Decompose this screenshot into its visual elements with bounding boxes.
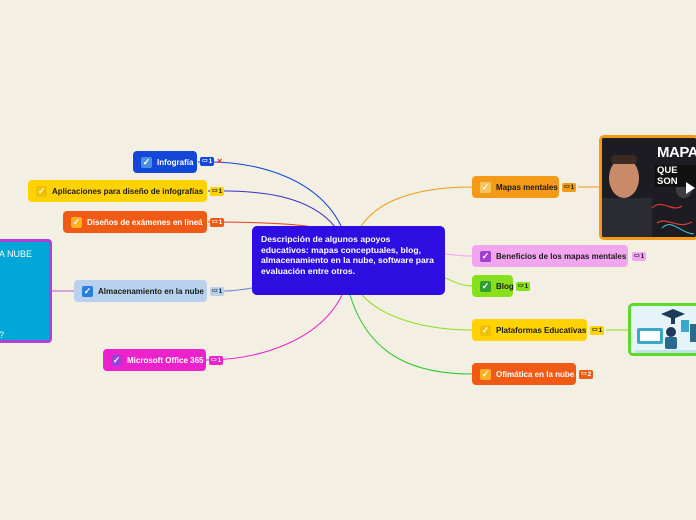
node-label: Beneficios de los mapas mentales [496,251,627,261]
check-icon[interactable]: ✓ [71,216,82,228]
panel-text-top: A NUBE [0,249,33,259]
node-label: Mapas mentales [496,182,558,192]
node-blog[interactable]: ✓ Blog [472,275,514,297]
node-disenos[interactable]: ✓ Diseños de exámenes en lineá [63,211,207,233]
link-almacenamiento [223,287,253,292]
central-topic[interactable]: Descripción de algunos apoyos educativos… [252,226,445,295]
comment-icon: ▭ [211,357,217,363]
node-label: Microsoft Office 365 [127,355,204,365]
thumbnail-title-line1: MAPA [657,144,696,161]
node-plataformas[interactable]: ✓ Plataformas Educativas [472,319,587,341]
close-icon[interactable]: × [217,156,223,166]
link-mapas [359,186,473,229]
comment-icon: ▭ [212,288,218,294]
link-ofimatica [349,294,473,375]
check-icon[interactable]: ✓ [480,181,491,193]
link-beneficios [444,253,473,257]
comment-badge-office[interactable]: ▭1 [209,356,224,365]
check-icon[interactable]: ✓ [82,285,93,297]
comment-icon: ▭ [202,158,208,164]
node-label: Infografía [157,157,194,167]
comment-badge-mapas[interactable]: ▭1 [562,183,577,192]
comment-badge-ofimatica[interactable]: ▭2 [579,370,594,379]
comment-icon: ▭ [518,283,524,289]
check-icon[interactable]: ✓ [111,354,122,366]
node-beneficios[interactable]: ✓ Beneficios de los mapas mentales [472,245,628,267]
link-plataformas [361,294,473,331]
link-infografia [197,161,343,229]
node-infografia[interactable]: ✓ Infografía [133,151,197,173]
comment-icon: ▭ [564,184,570,190]
plataformas-image[interactable] [628,303,696,356]
node-label: Blog [496,281,514,291]
central-topic-text: Descripción de algunos apoyos educativos… [261,234,434,277]
check-icon[interactable]: ✓ [480,368,491,380]
comment-badge-aplicaciones[interactable]: ▭1 [210,187,225,196]
check-icon[interactable]: ✓ [36,185,47,197]
comment-icon: ▭ [592,327,598,333]
thumbnail-illustration [602,138,696,237]
comment-badge-infografia[interactable]: ▭1 [200,157,215,166]
comment-badge-disenos[interactable]: ▭1 [210,218,225,227]
comment-icon: ▭ [581,371,587,377]
check-icon[interactable]: ✓ [480,324,491,336]
node-label: Ofimática en la nube [496,369,575,379]
comment-badge-almacenamiento[interactable]: ▭1 [210,287,225,296]
node-label: Almacenamiento en la nube [98,286,204,296]
comment-badge-beneficios[interactable]: ▭1 [632,252,647,261]
comment-icon: ▭ [212,219,218,225]
comment-badge-blog[interactable]: ▭1 [516,282,531,291]
panel-text-bottom: ? [0,330,4,340]
thumbnail-title-line2: QUE SON [655,165,696,187]
node-almacenamiento[interactable]: ✓ Almacenamiento en la nube [74,280,207,302]
link-blog [444,277,473,287]
node-label: Diseños de exámenes en lineá [87,217,203,227]
node-label: Aplicaciones para diseño de infografías [52,186,204,196]
comment-badge-plataformas[interactable]: ▭1 [590,326,605,335]
almacenamiento-image-panel[interactable]: A NUBE ? [0,239,52,343]
mapas-video-thumbnail[interactable]: MAPA QUE SON [599,135,696,240]
check-icon[interactable]: ✓ [480,250,491,262]
link-aplicaciones [207,190,337,229]
education-illustration [631,306,696,353]
node-mapas[interactable]: ✓ Mapas mentales [472,176,559,198]
check-icon[interactable]: ✓ [141,156,152,168]
node-label: Plataformas Educativas [496,325,587,335]
check-icon[interactable]: ✓ [480,280,491,292]
node-ofimatica[interactable]: ✓ Ofimática en la nube [472,363,576,385]
comment-icon: ▭ [212,188,218,194]
node-aplicaciones[interactable]: ✓ Aplicaciones para diseño de infografía… [28,180,207,202]
link-office [205,294,343,361]
play-icon[interactable] [686,182,695,194]
node-office[interactable]: ✓ Microsoft Office 365 [103,349,206,371]
comment-icon: ▭ [634,253,640,259]
